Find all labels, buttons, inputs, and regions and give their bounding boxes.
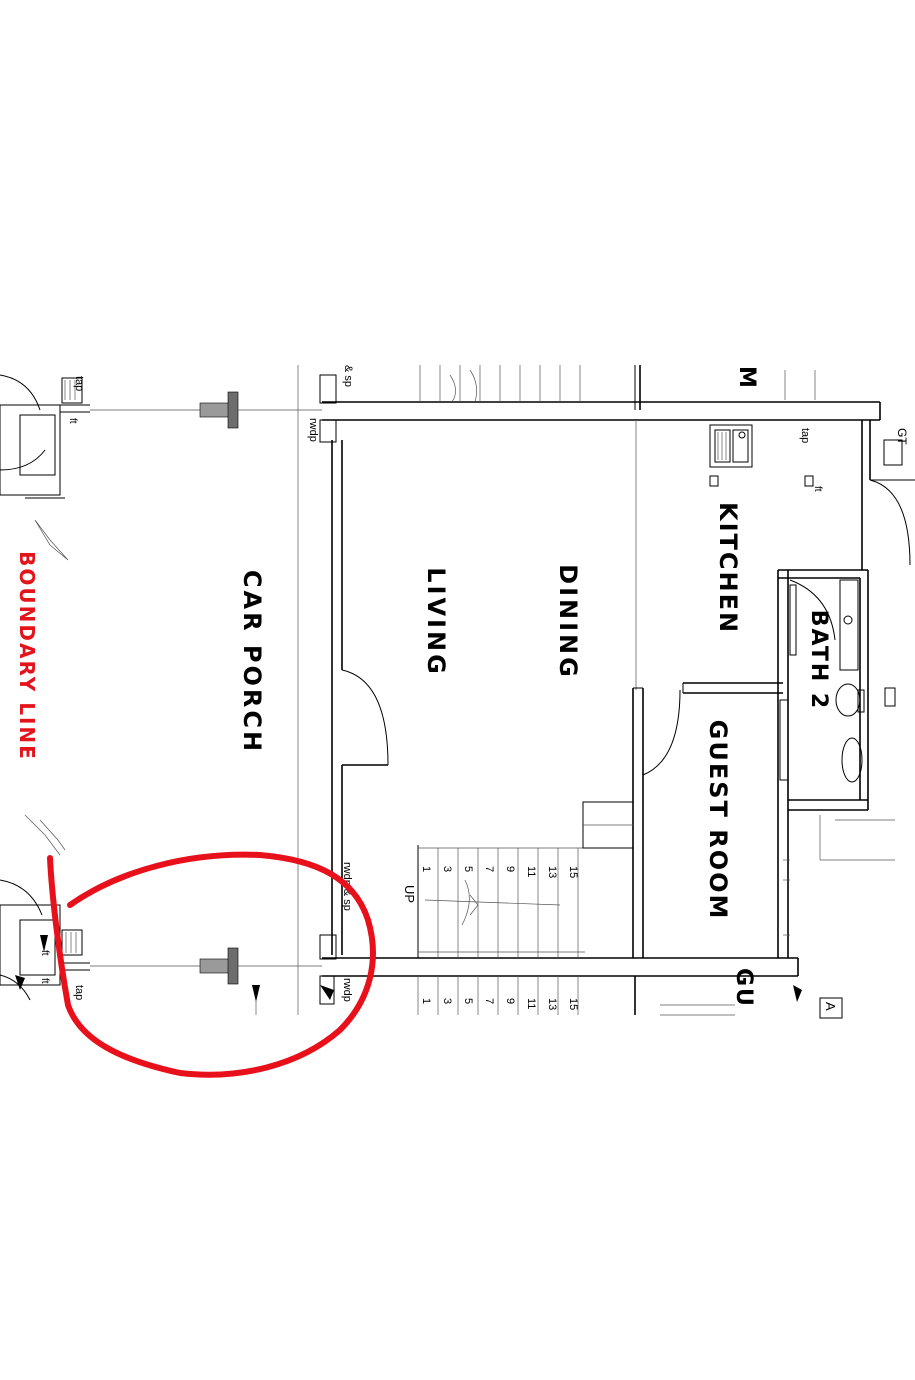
boundary-line-label: BOUNDARY LINE bbox=[15, 551, 39, 761]
ft-label-top: ft bbox=[67, 418, 78, 424]
upper-step-1: 1 bbox=[420, 866, 432, 872]
upper-step-13: 13 bbox=[546, 866, 558, 878]
upper-step-7: 7 bbox=[483, 866, 495, 872]
room-label-living: LIVING bbox=[422, 567, 450, 677]
tap-label-kitchen: tap bbox=[799, 428, 811, 443]
rwdp-label-bottom: rwdp bbox=[341, 978, 353, 1002]
gt-label: GT bbox=[895, 428, 909, 445]
tap-label-bottom: tap bbox=[73, 985, 85, 1000]
upper-step-3: 3 bbox=[441, 866, 453, 872]
sp-label-top: & sp bbox=[342, 365, 354, 387]
lower-step-5: 5 bbox=[462, 998, 474, 1004]
upper-step-9: 9 bbox=[504, 866, 516, 872]
room-label-dining: DINING bbox=[554, 564, 582, 680]
lower-step-15: 15 bbox=[567, 998, 579, 1010]
ft-label-bottom-a: ft bbox=[39, 950, 50, 956]
room-label-bath-2: BATH 2 bbox=[806, 610, 831, 710]
rwdp-label-top: rwdp bbox=[307, 418, 319, 442]
lower-step-1: 1 bbox=[420, 998, 432, 1004]
room-label-car-porch: CAR PORCH bbox=[238, 570, 266, 754]
a-cut-label: A bbox=[823, 1002, 838, 1011]
ft-label-bottom-b: ft bbox=[39, 978, 50, 984]
room-label-kitchen: KITCHEN bbox=[714, 502, 742, 634]
room-label-guest-cut: GU bbox=[731, 968, 756, 1008]
room-label-m-cut: M bbox=[734, 366, 759, 388]
tap-label-top: tap bbox=[73, 376, 85, 391]
stair-up-label: UP bbox=[402, 885, 417, 903]
lower-step-7: 7 bbox=[483, 998, 495, 1004]
lower-step-13: 13 bbox=[546, 998, 558, 1010]
lower-step-11: 11 bbox=[525, 998, 537, 1009]
upper-step-15: 15 bbox=[567, 866, 579, 878]
lower-step-3: 3 bbox=[441, 998, 453, 1004]
room-label-guest-room: GUEST ROOM bbox=[704, 720, 732, 921]
red-freehand-circle-annotation bbox=[47, 851, 376, 1078]
lower-step-9: 9 bbox=[504, 998, 516, 1004]
upper-step-11: 11 bbox=[525, 866, 537, 877]
plan-drawing bbox=[0, 365, 915, 1019]
ft-label-kitchen: ft bbox=[812, 486, 823, 492]
upper-step-5: 5 bbox=[462, 866, 474, 872]
